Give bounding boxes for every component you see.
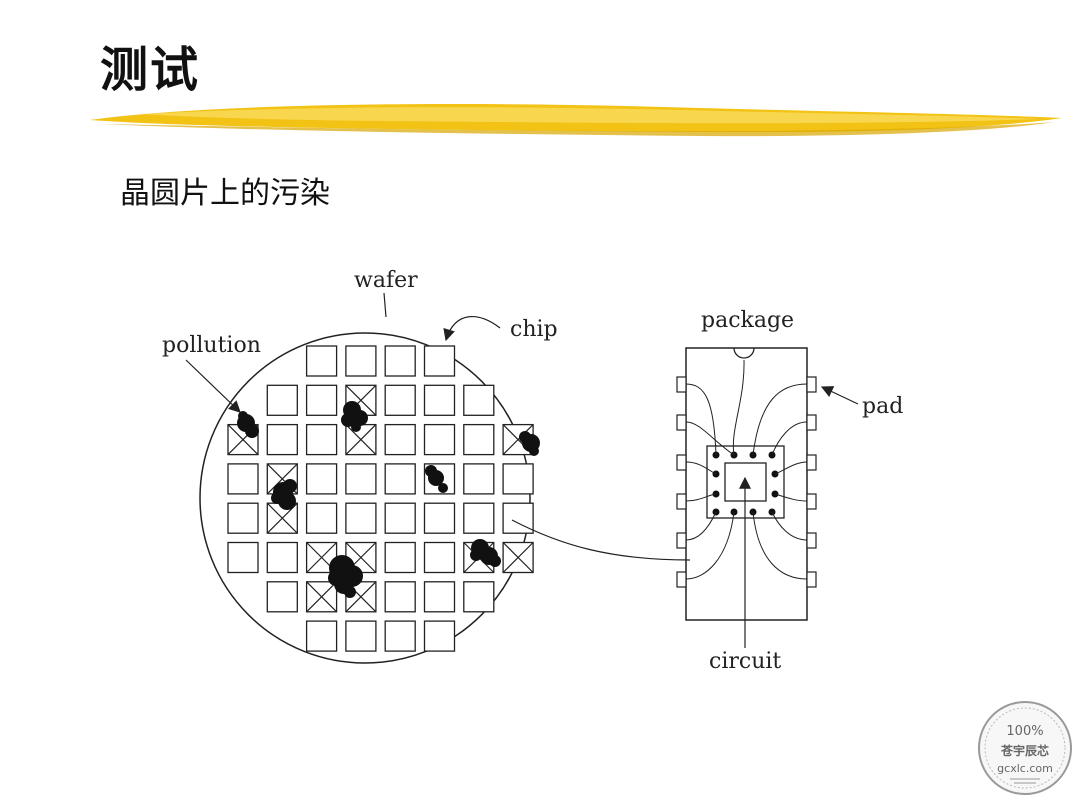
defect-cross-line xyxy=(345,424,377,456)
chip-cell xyxy=(384,384,416,416)
chip-to-package-connector xyxy=(511,519,691,561)
title-highlight-stroke xyxy=(90,104,1062,137)
chip-cell xyxy=(305,463,338,495)
pad xyxy=(806,414,817,431)
stamp-middle-text: 苍宇辰芯 xyxy=(1000,743,1049,758)
wafer-label: wafer xyxy=(354,268,418,293)
chip-cell xyxy=(384,463,416,495)
highlight-brush-light xyxy=(140,107,1040,124)
chip-cell xyxy=(384,581,416,613)
chip-cell xyxy=(305,502,338,534)
chip-cell xyxy=(266,384,298,416)
pollution-label: pollution xyxy=(162,333,261,358)
pad-arrow xyxy=(820,386,859,405)
chip-cell xyxy=(384,502,416,534)
chip-cell xyxy=(463,502,495,534)
pad xyxy=(806,532,817,549)
pad-label: pad xyxy=(862,394,903,419)
chip-cell xyxy=(227,463,259,495)
chip-cell xyxy=(463,581,495,613)
pollution-blob xyxy=(237,411,259,438)
chip-cell xyxy=(305,345,338,377)
chip-cell xyxy=(345,345,377,377)
stamp-bottom-text: gcxlc.com xyxy=(997,762,1053,775)
defect-cross-line xyxy=(306,581,338,613)
pollution-blob xyxy=(425,465,448,493)
package-body xyxy=(685,347,808,621)
chip-cell xyxy=(384,620,416,652)
pollution-blob xyxy=(519,431,540,456)
chip-cell xyxy=(423,502,456,534)
pad xyxy=(676,414,687,431)
pad xyxy=(806,376,817,393)
chip-cell xyxy=(266,423,298,456)
chip-cell xyxy=(384,345,416,377)
chip-cell xyxy=(423,541,456,574)
slide-title: 测试 xyxy=(100,42,201,98)
chip-cell xyxy=(345,502,377,534)
pad xyxy=(676,571,687,588)
wafer-circle xyxy=(199,332,531,664)
chip-cell xyxy=(227,502,259,534)
defect-cross-line xyxy=(345,581,377,613)
chip-cell xyxy=(423,345,456,377)
chip-cell xyxy=(345,620,377,652)
chip-cell xyxy=(463,463,495,495)
wafer-pointer xyxy=(383,292,387,318)
pad xyxy=(806,571,817,588)
chip-cell xyxy=(463,384,495,416)
package-notch xyxy=(733,347,755,359)
bond-wires xyxy=(685,359,808,580)
stamp-top-text: 100% xyxy=(1006,724,1043,739)
pollution-blobs xyxy=(237,401,540,598)
circuit-label: circuit xyxy=(709,649,781,674)
chip-cell xyxy=(423,384,456,416)
pad xyxy=(806,454,817,471)
highlight-brush-dark xyxy=(100,122,1055,137)
defect-cross-line xyxy=(502,542,534,573)
pollution-blob xyxy=(470,539,501,567)
chip-cell xyxy=(305,423,338,456)
defect-cross-line xyxy=(306,542,338,573)
pad xyxy=(676,454,687,471)
slide-subtitle: 晶圆片上的污染 xyxy=(120,176,330,211)
package-pads xyxy=(676,376,817,588)
chip-cell xyxy=(305,620,338,652)
pollution-blob xyxy=(341,401,368,432)
pad xyxy=(676,493,687,510)
chip-cell xyxy=(384,541,416,574)
chip-cell xyxy=(384,423,416,456)
chip-cell xyxy=(423,620,456,652)
pad xyxy=(676,376,687,393)
chip-arrow xyxy=(443,316,501,342)
watermark-stamp: 100% 苍宇辰芯 gcxlc.com xyxy=(978,701,1072,795)
pollution-blob xyxy=(328,555,363,598)
chip-cell xyxy=(463,423,495,456)
pollution-blob xyxy=(271,479,297,510)
chip-cell xyxy=(266,581,298,613)
chip-cell xyxy=(423,581,456,613)
pad xyxy=(676,532,687,549)
chip-cell xyxy=(227,541,259,574)
chip-cell xyxy=(345,463,377,495)
chip-label: chip xyxy=(510,317,558,342)
chip-cell xyxy=(502,463,534,495)
pad xyxy=(806,493,817,510)
chip-cell xyxy=(423,423,456,456)
chip-cell xyxy=(305,384,338,416)
defect-cross-line xyxy=(266,463,298,495)
pollution-arrow xyxy=(185,359,241,413)
package-label: package xyxy=(701,308,794,333)
chip-cell xyxy=(266,541,298,574)
defect-cross-line xyxy=(502,424,534,456)
